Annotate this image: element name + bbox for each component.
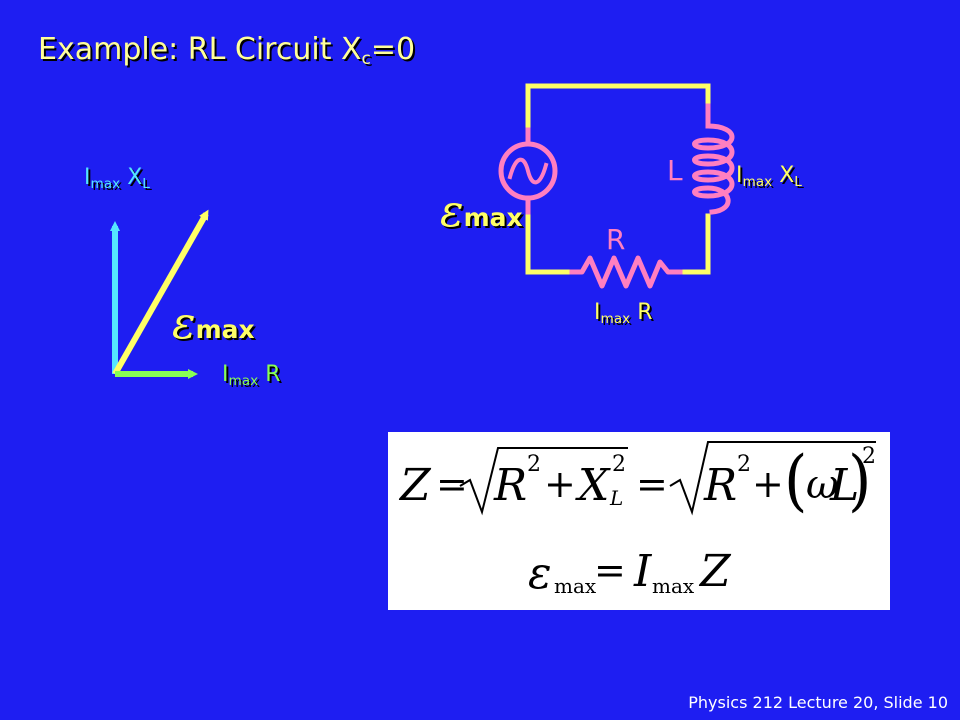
eq-outer-exp: 2 [862,444,876,469]
sqrt-symbol-2 [669,441,876,516]
eq-rparen: ) [848,442,872,520]
eq-r-exp: 2 [527,452,541,477]
inductor [692,103,735,215]
sine-wave-icon [507,157,549,185]
eq-plus-1: + [544,462,576,506]
vector-emf [112,209,209,376]
circuit-wire-left [525,209,575,275]
circuit-label-ixl: Imax XL [736,163,802,190]
slide-footer: Physics 212 Lecture 20, Slide 10 [688,693,948,712]
eq-omega: ω [806,462,839,508]
phasor-label-ir: Imax R [222,362,281,389]
slide-title: Example: RL Circuit Xc=0 [38,32,416,69]
eq-r: R [494,460,528,511]
eq-emf-i: I [634,546,652,597]
eq-z: Z [400,460,431,511]
ac-source-circle [498,141,558,201]
circuit-label-ir: Imax R [594,300,653,327]
eq-x-exp: 2 [612,452,626,477]
circuit-wire [525,83,711,133]
equation-panel [388,432,890,610]
eq-lparen: ( [784,442,808,520]
phasor-label-ixl: Imax XL [84,165,150,192]
eq-emf-z: Z [700,546,731,597]
eq-r2-exp: 2 [737,452,751,477]
eq-l: L [830,460,860,511]
eq-x: X [578,460,610,511]
eq-emf-i-sub: max [652,574,695,598]
resistor-label: R [606,223,626,256]
circuit [498,83,735,289]
circuit-wire-right [677,213,711,275]
eq-x-sub: L [610,486,624,510]
inductor-coil [692,123,735,215]
resistor [569,255,683,289]
sqrt-symbol-1 [459,447,628,516]
eq-r2: R [704,460,738,511]
eq-emf-equals: = [594,548,626,592]
phasor-diagram [110,209,209,379]
inductor-label: L [667,154,683,187]
phasor-label-emf: εmax [172,298,255,349]
eq-equals-1: = [436,462,468,506]
eq-emf-symbol: ε [528,548,552,599]
circuit-label-emf: εmax [440,186,523,237]
eq-equals-2: = [636,462,668,506]
ac-source [498,127,558,215]
eq-plus-2: + [752,462,784,506]
eq-emf-sub: max [554,574,597,598]
